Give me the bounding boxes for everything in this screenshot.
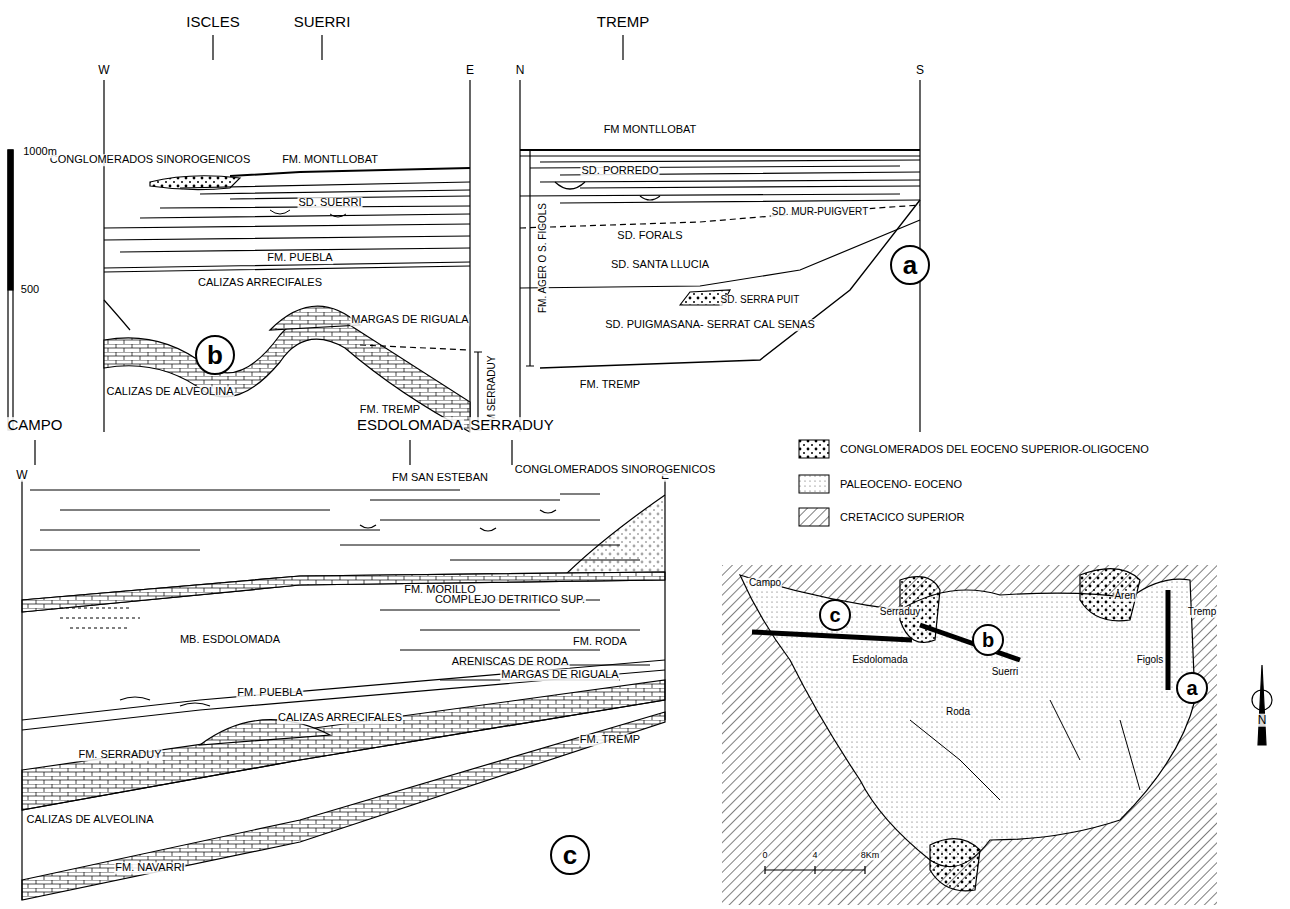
- unit-label: FM SAN ESTEBAN: [391, 472, 489, 484]
- unit-label: SUERRI: [293, 14, 352, 30]
- unit-label: MARGAS DE RIGUALA: [500, 669, 619, 681]
- unit-label: FM. RODA: [572, 636, 628, 648]
- unit-label: SD. PUIGMASANA- SERRAT CAL SENAS: [604, 319, 815, 331]
- unit-label: CAMPO: [6, 417, 63, 433]
- section-letter: c: [829, 604, 840, 627]
- section-letter: a: [1186, 677, 1197, 700]
- legend-swatch: [798, 507, 830, 527]
- section-letter: b: [982, 629, 994, 652]
- legend-row: CONGLOMERADOS DEL EOCENO SUPERIOR-OLIGOC…: [798, 439, 1149, 459]
- unit-label: TREMP: [596, 14, 651, 30]
- section-letter-circle: c: [819, 599, 851, 631]
- legend-text: CRETACICO SUPERIOR: [840, 511, 964, 523]
- section-letter-circle: a: [1176, 672, 1208, 704]
- unit-label: Esdolomada: [851, 655, 909, 666]
- legend-swatch: [798, 439, 830, 459]
- unit-label: S: [915, 64, 925, 77]
- unit-label: 4: [811, 851, 818, 860]
- unit-label: FM. MONTLLOBAT: [281, 154, 379, 166]
- unit-label: CALIZAS DE ALVEOLINA: [106, 386, 235, 398]
- section-letter-circle: a: [890, 245, 930, 285]
- unit-label: Tremp: [1187, 607, 1218, 618]
- vertical-unit-label: FM. AGER O S. FIGOLS: [538, 202, 549, 314]
- unit-label: CONGLOMERADOS SINOROGENICOS: [514, 464, 716, 476]
- unit-label: FM MONTLLOBAT: [603, 124, 698, 136]
- legend-text: PALEOCENO- EOCENO: [840, 478, 962, 490]
- unit-label: SERRADUY: [469, 417, 554, 433]
- unit-label: Figols: [1136, 655, 1165, 666]
- unit-label: FM. NAVARRI: [114, 862, 185, 874]
- unit-label: SD. SERRA PUIT: [720, 295, 801, 306]
- section-letter-circle: b: [195, 335, 235, 375]
- unit-label: 8Km: [860, 851, 881, 860]
- unit-label: Roda: [945, 707, 971, 718]
- unit-label: MARGAS DE RIGUALA: [350, 314, 469, 326]
- unit-label: FM. TREMP: [579, 379, 641, 391]
- unit-label: SD. SUERRI: [298, 197, 363, 209]
- unit-label: FM. PUEBLA: [266, 252, 333, 264]
- unit-label: 0: [761, 851, 768, 860]
- unit-label: 1000m: [22, 146, 58, 158]
- unit-label: Serraduy: [879, 607, 922, 618]
- unit-label: COMPLEJO DETRITICO SUP.: [434, 594, 586, 606]
- unit-label: FM. TREMP: [359, 404, 421, 416]
- unit-label: SD. FORALS: [616, 230, 683, 242]
- unit-label: FM. SERRADUY: [77, 749, 162, 761]
- legend-row: PALEOCENO- EOCENO: [798, 474, 962, 494]
- unit-label: CALIZAS DE ALVEOLINA: [26, 814, 155, 826]
- unit-label: 500: [20, 284, 40, 296]
- unit-label: FM. TREMP: [579, 734, 641, 746]
- unit-label: W: [15, 469, 28, 482]
- unit-label: ISCLES: [185, 14, 240, 30]
- section-letter-circle: c: [550, 835, 590, 875]
- unit-label: Aren: [1113, 591, 1136, 602]
- unit-label: ESDOLOMADA: [356, 417, 464, 433]
- unit-label: SD. SANTA LLUCIA: [610, 259, 710, 271]
- unit-label: CALIZAS ARRECIFALES: [197, 277, 323, 289]
- legend-swatch: [798, 474, 830, 494]
- legend-row: CRETACICO SUPERIOR: [798, 507, 964, 527]
- unit-label: MB. ESDOLOMADA: [179, 634, 281, 646]
- unit-label: FM. PUEBLA: [236, 687, 303, 699]
- section-letter-circle: b: [972, 624, 1004, 656]
- unit-label: SD. MUR-PUIGVERT: [771, 207, 870, 218]
- unit-label: ARENISCAS DE RODA: [451, 656, 570, 668]
- unit-label: Suerri: [991, 667, 1020, 678]
- unit-label: SD. PORREDO: [580, 165, 659, 177]
- unit-label: CALIZAS ARRECIFALES: [277, 712, 403, 724]
- legend-text: CONGLOMERADOS DEL EOCENO SUPERIOR-OLIGOC…: [840, 443, 1149, 455]
- unit-label: W: [97, 64, 110, 77]
- section-letter: c: [563, 840, 577, 871]
- section-letter: a: [903, 250, 917, 281]
- section-letter: b: [207, 340, 223, 371]
- unit-label: CONGLOMERADOS SINOROGENICOS: [49, 154, 251, 166]
- unit-label: N: [515, 64, 526, 77]
- unit-label: E: [465, 64, 475, 77]
- unit-label: Campo: [748, 578, 782, 589]
- unit-label: N: [1257, 714, 1268, 727]
